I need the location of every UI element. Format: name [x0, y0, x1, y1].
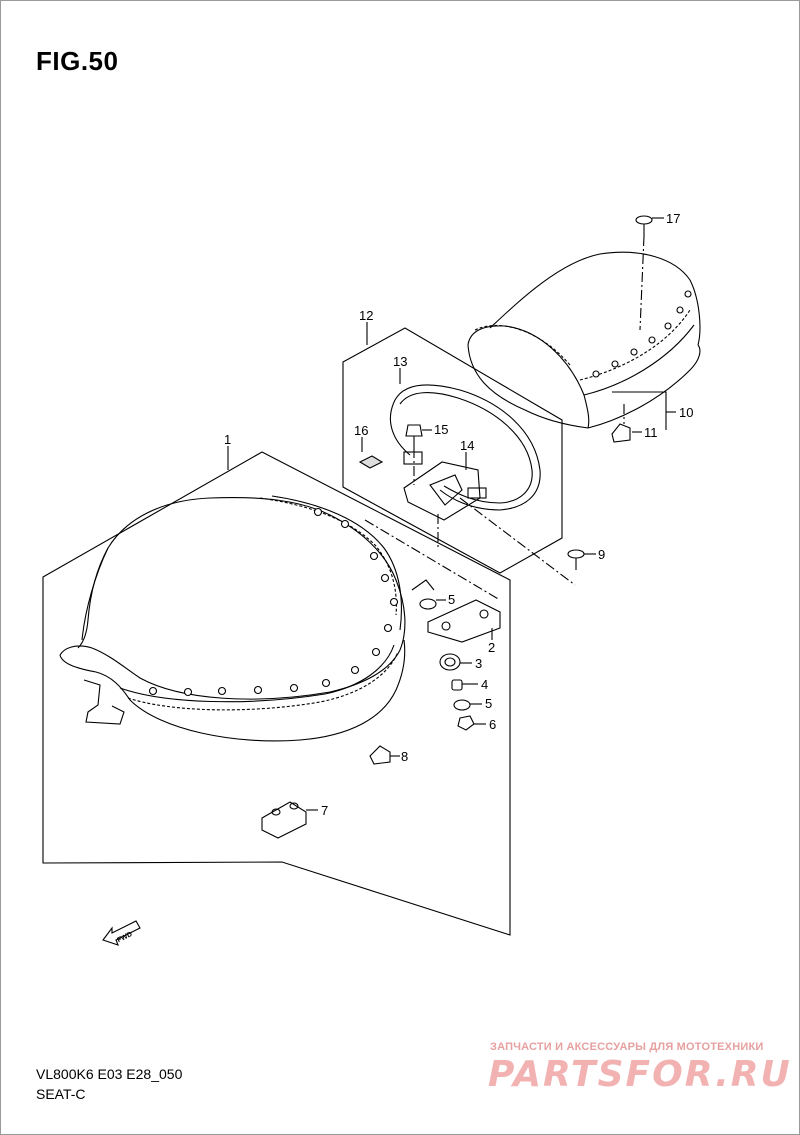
cap-8-part — [369, 745, 391, 765]
nut-15-part — [405, 424, 423, 448]
callout-5b: 5 — [485, 696, 492, 711]
model-code: VL800K6 E03 E28_050 — [36, 1066, 183, 1082]
fwd-arrow-icon — [102, 920, 141, 946]
callout-2: 2 — [488, 640, 495, 655]
front-seat-part — [59, 495, 406, 742]
watermark-tagline: ЗАПЧАСТИ И АКСЕССУАРЫ ДЛЯ МОТОТЕХНИКИ — [490, 1041, 764, 1053]
callout-13: 13 — [393, 354, 407, 369]
damper-3-part — [439, 653, 461, 671]
alignment-lines — [364, 235, 645, 601]
bolt-9-part — [567, 549, 585, 570]
callout-11: 11 — [644, 425, 658, 440]
callout-14: 14 — [460, 438, 474, 453]
callout-4: 4 — [481, 677, 488, 692]
spacer-4-part — [451, 679, 463, 691]
pillion-seat-part — [467, 251, 701, 429]
bracket-plate-part — [403, 451, 487, 521]
leader-lines — [227, 217, 676, 811]
clamp-7-part — [261, 801, 307, 839]
callout-5a: 5 — [448, 592, 455, 607]
watermark-logo: PARTSFOR.RU — [488, 1054, 792, 1095]
callout-6: 6 — [489, 717, 496, 732]
cap-nut-11-part — [611, 423, 631, 443]
callout-17: 17 — [666, 211, 680, 226]
callout-9: 9 — [598, 547, 605, 562]
callout-8: 8 — [401, 749, 408, 764]
bolt-17-part — [635, 215, 653, 236]
front-seat-group-box — [42, 451, 511, 936]
bracket-2-part — [427, 599, 501, 643]
callout-15: 15 — [434, 422, 448, 437]
callout-16: 16 — [354, 423, 368, 438]
pillion-studs — [592, 290, 692, 378]
section-name: SEAT-C — [36, 1086, 86, 1102]
rear-frame-group-box — [342, 327, 563, 574]
washer-5a-part — [419, 598, 437, 610]
nut-6-part — [457, 715, 475, 731]
callout-10: 10 — [679, 405, 693, 420]
callout-12: 12 — [359, 308, 373, 323]
pad-part — [358, 455, 384, 469]
washer-5b-part — [453, 699, 471, 711]
callout-3: 3 — [475, 656, 482, 671]
figure-title: FIG.50 — [36, 46, 119, 76]
callout-7: 7 — [321, 803, 328, 818]
seat-frame-part — [389, 384, 541, 511]
seat-studs — [148, 507, 399, 697]
callout-1: 1 — [224, 432, 231, 447]
